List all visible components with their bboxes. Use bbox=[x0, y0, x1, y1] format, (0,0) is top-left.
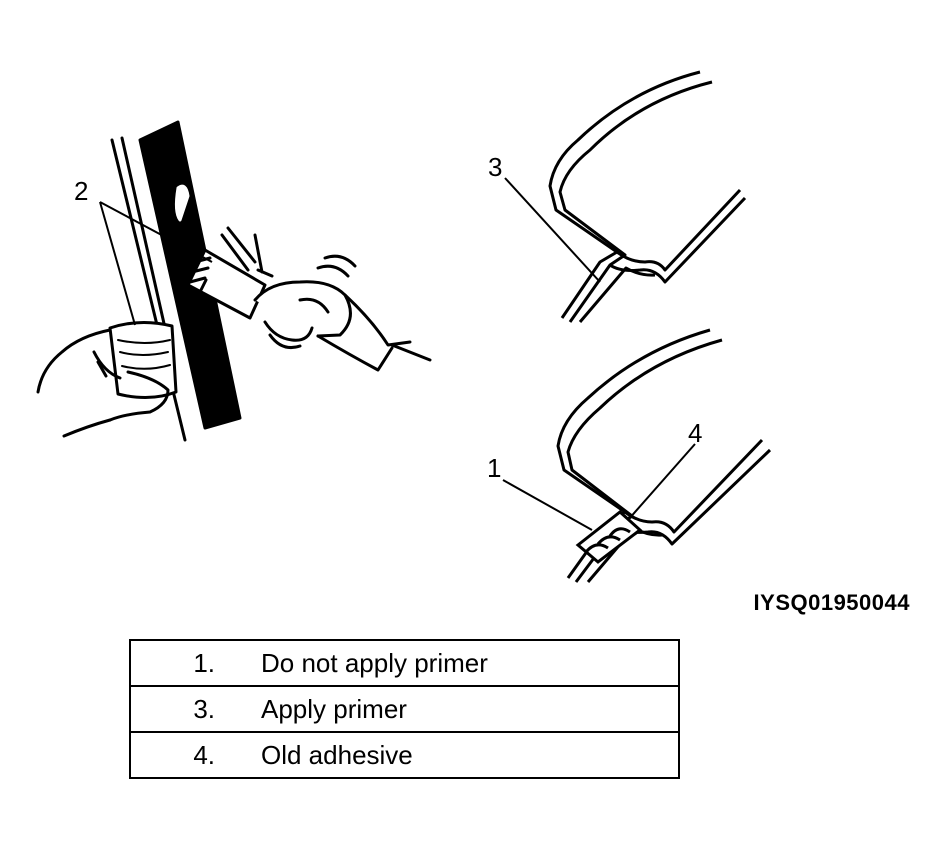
primer-application-drawing bbox=[36, 120, 432, 442]
legend-text: Old adhesive bbox=[261, 739, 413, 770]
legend-row: 1. Do not apply primer bbox=[131, 641, 678, 687]
callout-2-leaders bbox=[99, 201, 213, 326]
illustration: 2 3 4 1 bbox=[36, 70, 772, 583]
legend-number: 1. bbox=[193, 647, 215, 678]
callout-3-leader bbox=[504, 177, 601, 283]
section-apply-primer bbox=[548, 70, 747, 323]
old-adhesive-bead bbox=[575, 510, 643, 564]
legend-row: 3. Apply primer bbox=[131, 687, 678, 733]
callout-3: 3 bbox=[488, 152, 502, 182]
legend-text: Do not apply primer bbox=[261, 647, 488, 678]
figure-id: IYSQ01950044 bbox=[753, 590, 910, 615]
legend-number: 3. bbox=[193, 693, 215, 724]
callout-1-4-leaders bbox=[502, 443, 696, 531]
legend-row: 4. Old adhesive bbox=[131, 733, 678, 777]
legend-text: Apply primer bbox=[261, 693, 407, 724]
legend-number: 4. bbox=[193, 739, 215, 770]
legend-table: 1. Do not apply primer 3. Apply primer 4… bbox=[129, 639, 680, 779]
callout-2: 2 bbox=[74, 176, 88, 206]
callout-1: 1 bbox=[487, 453, 501, 483]
callout-4: 4 bbox=[688, 418, 702, 448]
